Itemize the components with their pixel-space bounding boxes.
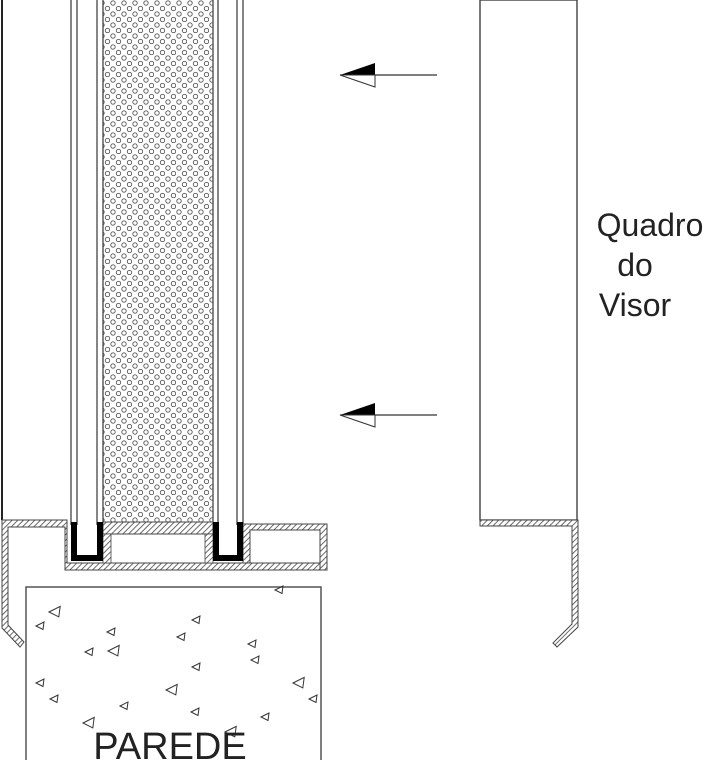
aggregate-mark [249, 655, 260, 665]
aggregate-mark [175, 632, 186, 642]
aggregate-mark [48, 694, 59, 704]
bottom-profile [1, 519, 328, 648]
wall-block [25, 585, 322, 760]
aggregate-mark [190, 662, 201, 672]
aggregate-mark [34, 621, 45, 631]
aggregate-mark [291, 676, 305, 689]
aggregate-mark [105, 627, 116, 637]
arrow-icon [339, 403, 437, 428]
frame-label: Quadro do Visor [585, 205, 710, 325]
gasket-right [213, 522, 243, 561]
aggregate-mark [47, 605, 61, 618]
frame-label-line2: do [617, 247, 653, 283]
aggregate-mark [83, 647, 94, 657]
wall-label: PAREDE [93, 726, 247, 768]
aggregate-mark [273, 585, 284, 595]
aggregate-mark [34, 678, 45, 688]
glass-infill [103, 0, 213, 522]
frame-label-line3: Visor [598, 287, 672, 323]
aggregate-mark [189, 707, 200, 717]
viewer-frame [479, 0, 579, 648]
aggregate-mark [307, 694, 318, 704]
aggregate-mark [223, 725, 237, 738]
aggregate-mark [190, 615, 201, 625]
aggregate-mark [118, 701, 129, 711]
aggregate-mark [81, 716, 95, 729]
aggregate-mark [259, 712, 270, 722]
arrow-icon [339, 63, 437, 88]
aggregate-mark [164, 683, 178, 696]
aggregate-mark [106, 644, 120, 657]
aggregate-mark [246, 639, 257, 649]
frame-label-line1: Quadro [596, 207, 704, 243]
gasket-left [71, 522, 103, 561]
